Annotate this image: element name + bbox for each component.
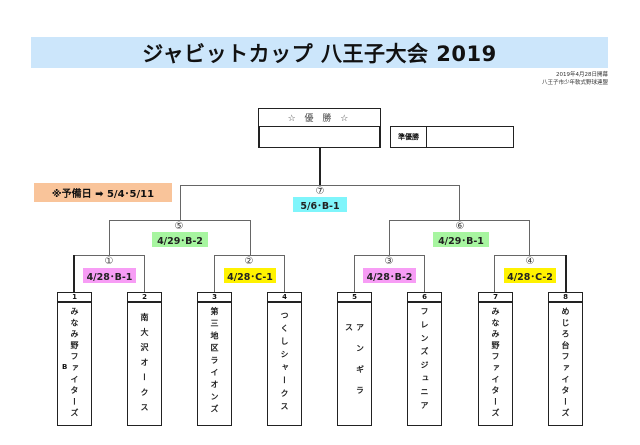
match-schedule-tag: 4/28･B-2 xyxy=(363,268,416,283)
match-number: ④ xyxy=(525,256,535,267)
bracket-line xyxy=(319,147,321,185)
team-seed: 4 xyxy=(267,292,302,303)
team-seed: 6 xyxy=(407,292,442,303)
winner-label: ☆ 優 勝 ☆ xyxy=(258,108,381,127)
team-slot: 6 フレンズジュニア xyxy=(407,292,442,426)
reserve-day-note: ※予備日 ➡ 5/4･5/11 xyxy=(34,183,172,202)
match-schedule-tag: 4/29･B-1 xyxy=(433,232,489,247)
team-name-cell: みなみ野ファイターズ B xyxy=(57,303,92,426)
bracket-line xyxy=(73,255,75,292)
team-name: みなみ野ファイターズ xyxy=(70,307,79,420)
team-name-cell: フレンズジュニア xyxy=(407,303,442,426)
team-seed: 3 xyxy=(197,292,232,303)
match-number: ② xyxy=(244,256,254,267)
team-name: 第三地区ライオンズ xyxy=(210,307,219,417)
team-name-cell: つくしシャークス xyxy=(267,303,302,426)
team-slot: 1 みなみ野ファイターズ B xyxy=(57,292,92,426)
title-banner: ジャビットカップ 八王子大会 2019 xyxy=(31,37,608,68)
bracket-line xyxy=(565,255,567,292)
bracket-line xyxy=(424,255,426,292)
bracket-line xyxy=(144,255,146,292)
match-schedule-tag: 5/6･B-1 xyxy=(293,197,347,212)
match-schedule-tag: 4/28･C-1 xyxy=(224,268,276,283)
match-number: ③ xyxy=(384,256,394,267)
team-name: めじろ台ファイターズ xyxy=(561,307,570,420)
runner-up-label: 準優勝 xyxy=(391,127,427,147)
team-name-cell: 第三地区ライオンズ xyxy=(197,303,232,426)
bracket-line xyxy=(214,255,285,257)
bracket-line xyxy=(74,255,145,257)
team-slot: 4 つくしシャークス xyxy=(267,292,302,426)
bracket-line xyxy=(529,220,531,255)
team-name-cell: めじろ台ファイターズ xyxy=(548,303,583,426)
match-number: ⑥ xyxy=(455,221,465,232)
team-name-cell: みなみ野ファイターズ xyxy=(478,303,513,426)
team-name: 南大沢オークス xyxy=(140,313,149,418)
bracket-line xyxy=(284,255,286,292)
bracket-line xyxy=(214,255,216,292)
team-seed: 2 xyxy=(127,292,162,303)
bracket-line xyxy=(459,185,461,220)
bracket-line xyxy=(354,255,356,292)
match-schedule-tag: 4/28･C-2 xyxy=(504,268,556,283)
bracket-line xyxy=(389,220,391,255)
bracket-line xyxy=(494,255,566,257)
bracket-line xyxy=(180,185,182,220)
team-slot: 7 みなみ野ファイターズ xyxy=(478,292,513,426)
team-slot: 5 アンギラス xyxy=(337,292,372,426)
team-suffix: B xyxy=(62,363,68,371)
team-name: アンギラス xyxy=(344,323,365,407)
team-name-cell: アンギラス xyxy=(337,303,372,426)
team-name: フレンズジュニア xyxy=(420,307,429,415)
bracket-line xyxy=(250,220,252,255)
team-seed: 7 xyxy=(478,292,513,303)
match-number: ⑦ xyxy=(315,186,325,197)
bracket-line xyxy=(389,220,530,222)
team-slot: 8 めじろ台ファイターズ xyxy=(548,292,583,426)
team-name: つくしシャークス xyxy=(280,311,289,415)
match-number: ⑤ xyxy=(174,221,184,232)
team-seed: 8 xyxy=(548,292,583,303)
bracket-line xyxy=(109,220,251,222)
team-seed: 5 xyxy=(337,292,372,303)
runner-up-field xyxy=(427,127,513,147)
match-number: ① xyxy=(104,256,114,267)
team-slot: 3 第三地区ライオンズ xyxy=(197,292,232,426)
bracket-line xyxy=(494,255,496,292)
match-schedule-tag: 4/28･B-1 xyxy=(83,268,136,283)
runner-up-box: 準優勝 xyxy=(390,126,514,148)
bracket-line xyxy=(354,255,425,257)
winner-field xyxy=(258,126,381,148)
team-slot: 2 南大沢オークス xyxy=(127,292,162,426)
bracket-line xyxy=(180,185,460,187)
team-name-cell: 南大沢オークス xyxy=(127,303,162,426)
page-title: ジャビットカップ 八王子大会 2019 xyxy=(142,41,497,66)
match-schedule-tag: 4/29･B-2 xyxy=(152,232,208,247)
bracket-line xyxy=(109,220,111,255)
team-seed: 1 xyxy=(57,292,92,303)
opening-date: 2019年4月28日開幕 xyxy=(556,72,608,78)
organizer: 八王子市少年軟式野球連盟 xyxy=(541,80,608,86)
team-name: みなみ野ファイターズ xyxy=(491,307,500,420)
